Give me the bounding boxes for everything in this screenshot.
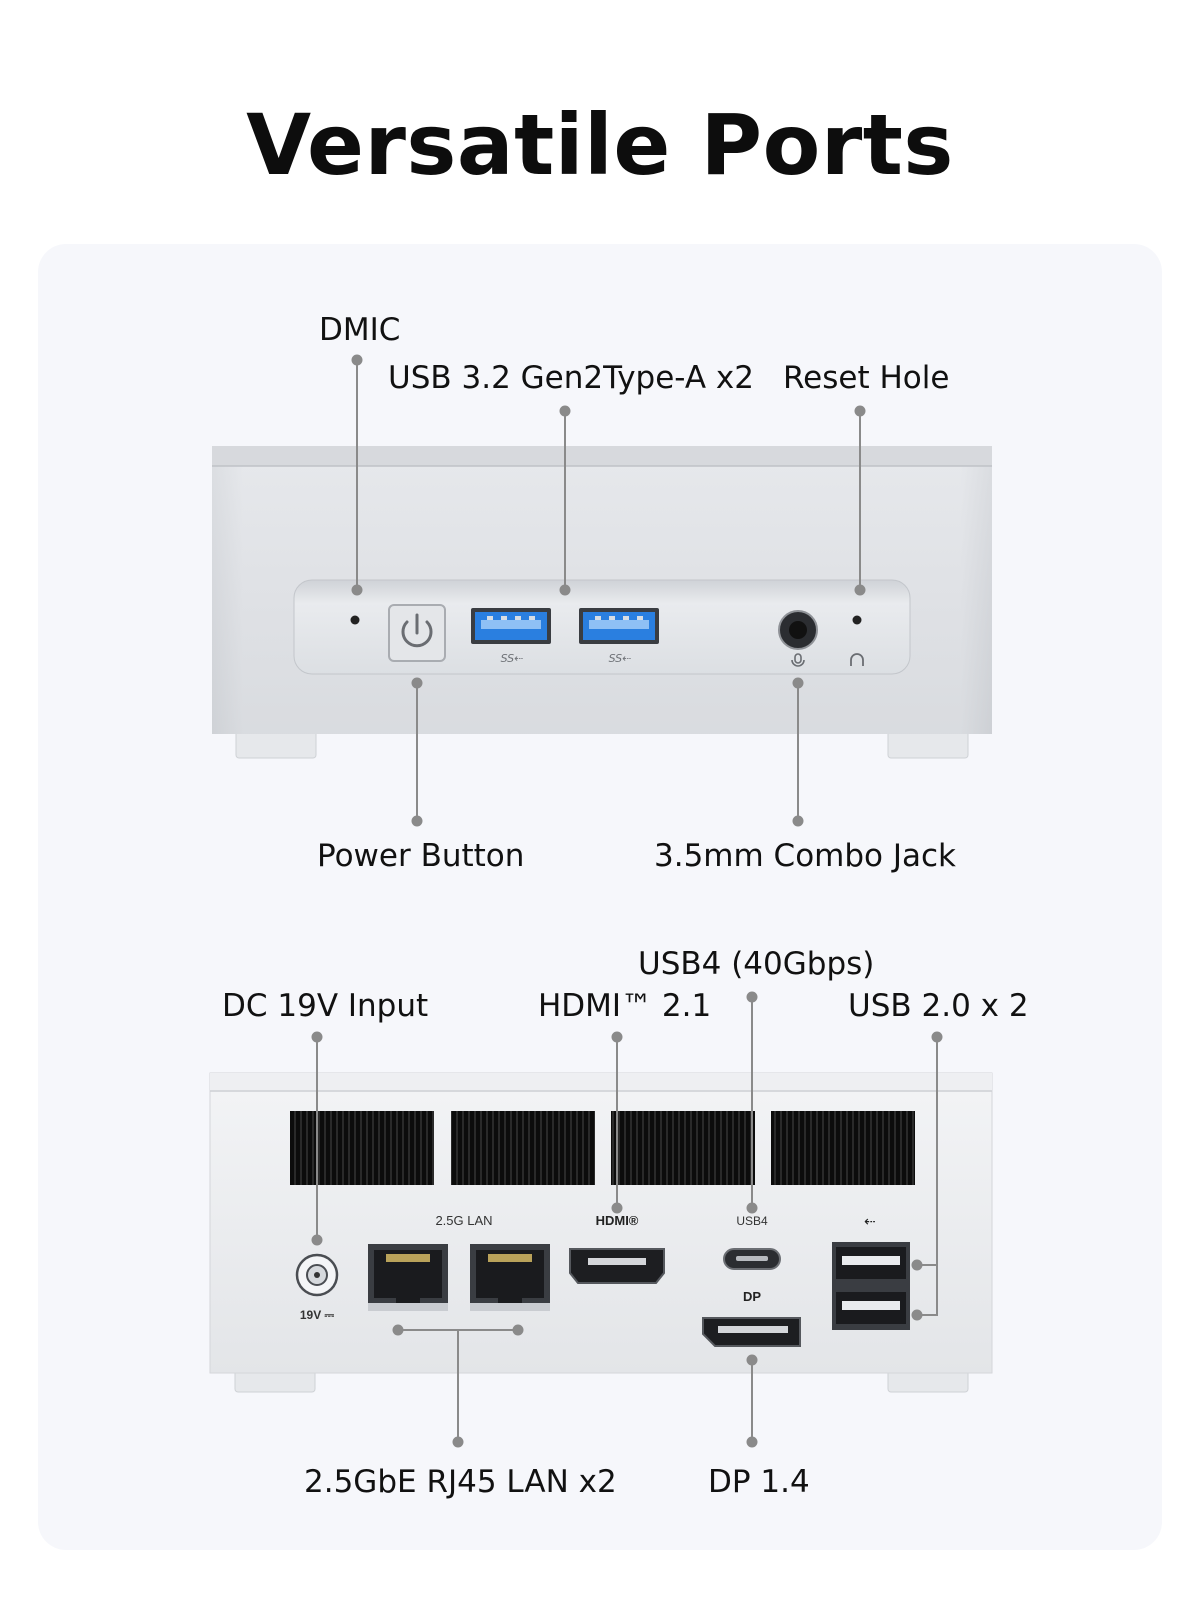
panel-lan-label: 2.5G LAN <box>435 1213 492 1228</box>
label-reset-hole: Reset Hole <box>783 360 950 396</box>
back-device: 19V ⎓ 2.5G LAN HDMI® USB4 DP ⇠ <box>209 1072 993 1393</box>
back-leaders <box>311 991 943 1448</box>
vent-1 <box>290 1111 434 1185</box>
power-icon <box>401 613 433 648</box>
usb-symbol-icon: ⇠ <box>864 1214 876 1230</box>
vent-2 <box>451 1111 595 1185</box>
headset-mic-icon <box>791 653 805 667</box>
panel-dp-label: DP <box>743 1289 761 1304</box>
usb32-port-1 <box>471 608 551 644</box>
vent-4 <box>771 1111 915 1185</box>
lan-port-1 <box>368 1244 448 1311</box>
label-lan: 2.5GbE RJ45 LAN x2 <box>304 1464 617 1500</box>
label-usb20: USB 2.0 x 2 <box>848 988 1029 1024</box>
front-lid <box>212 446 992 466</box>
label-power-button: Power Button <box>317 838 525 874</box>
panel-hdmi-label: HDMI® <box>596 1213 639 1228</box>
label-combo-jack: 3.5mm Combo Jack <box>654 838 956 874</box>
lan-port-2 <box>470 1244 550 1311</box>
usb20-ports <box>832 1242 910 1330</box>
ss-usb-mark-2: SS⇠ <box>609 652 632 665</box>
label-dmic: DMIC <box>319 312 401 348</box>
label-usb4: USB4 (40Gbps) <box>638 946 875 982</box>
hdmi-port <box>569 1248 665 1284</box>
label-dc-input: DC 19V Input <box>222 988 429 1024</box>
back-lid <box>210 1073 992 1091</box>
usb32-port-2 <box>579 608 659 644</box>
label-usb32: USB 3.2 Gen2Type-A x2 <box>388 360 754 396</box>
dmic-hole <box>350 615 360 625</box>
front-device: SS⇠ SS⇠ <box>212 446 992 759</box>
reset-hole <box>852 615 862 625</box>
headphone-icon <box>850 653 864 666</box>
page-title: Versatile Ports <box>246 96 954 194</box>
ss-usb-mark-1: SS⇠ <box>501 652 524 665</box>
label-dp: DP 1.4 <box>708 1464 810 1500</box>
panel-19v-label: 19V ⎓ <box>300 1308 335 1322</box>
front-leaders <box>351 354 866 827</box>
vent-3 <box>611 1111 755 1185</box>
panel-usb4-label: USB4 <box>736 1214 768 1228</box>
label-hdmi: HDMI™ 2.1 <box>538 988 712 1024</box>
